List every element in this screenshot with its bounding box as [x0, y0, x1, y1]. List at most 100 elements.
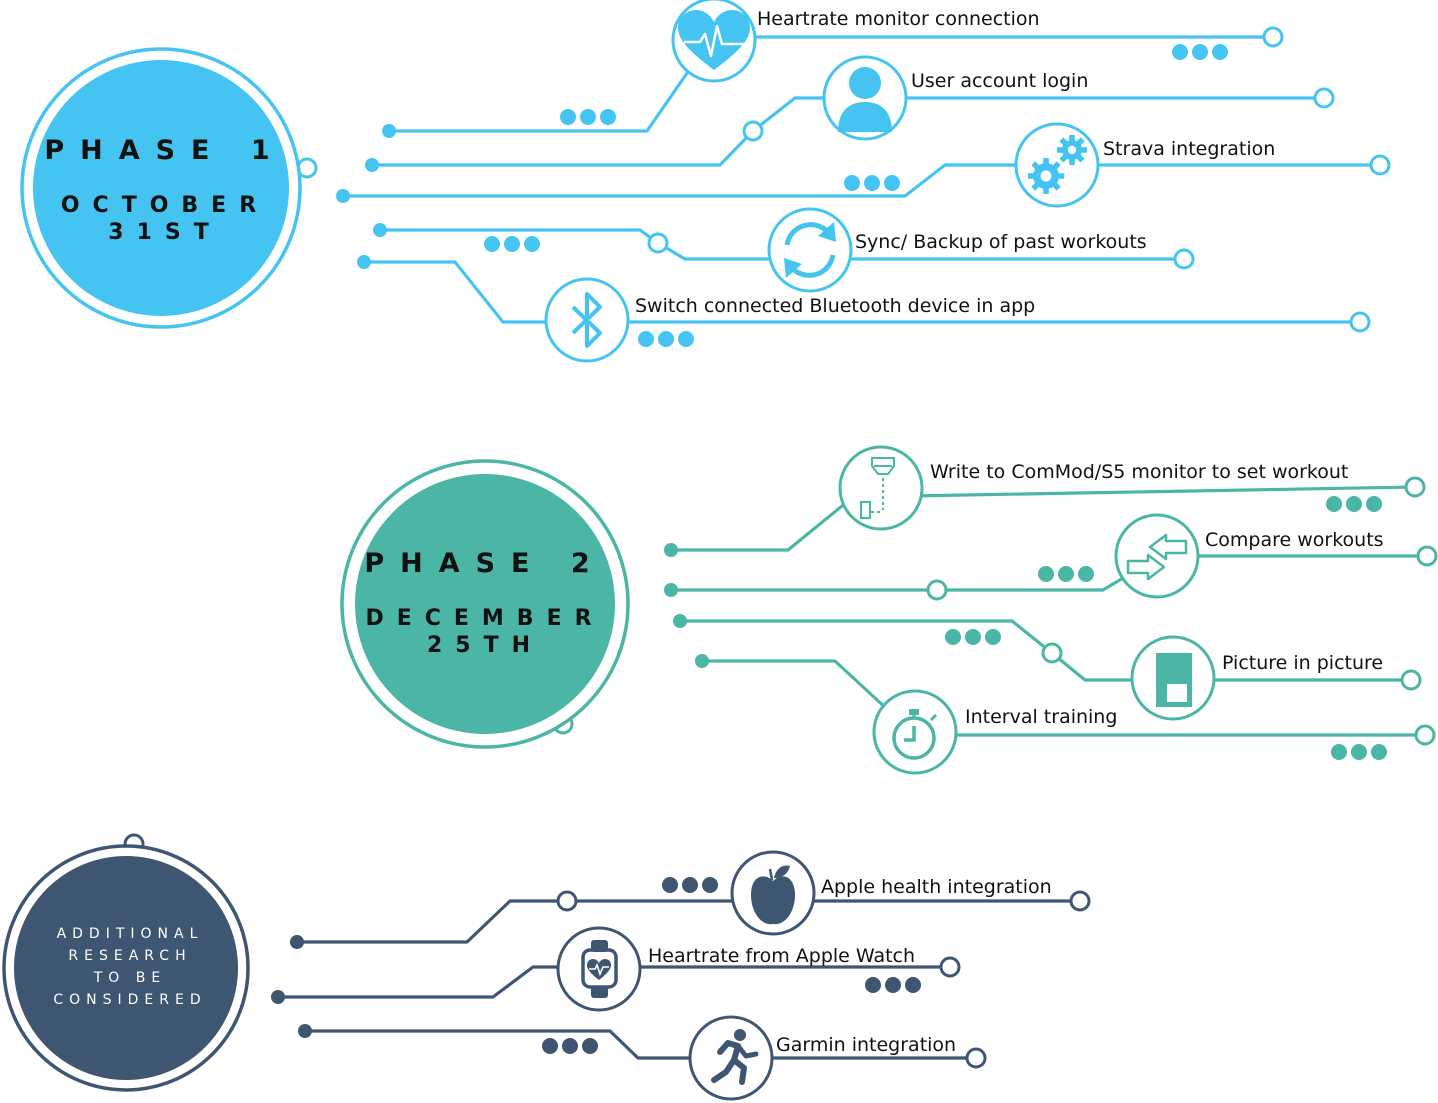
end-node	[926, 579, 948, 601]
ellipsis-dot	[1331, 744, 1347, 760]
item-compare-workouts: Compare workouts	[1205, 529, 1384, 551]
ellipsis-dot	[638, 331, 654, 347]
phase2-circle	[355, 474, 615, 734]
additional-heading: ADDITIONAL RESEARCH TO BE CONSIDERED	[25, 923, 235, 1011]
ellipsis-dot	[905, 977, 921, 993]
start-node	[290, 935, 304, 949]
additional-title-line-4: CONSIDERED	[53, 992, 207, 1008]
end-node	[1349, 311, 1371, 333]
additional-title-line-2: RESEARCH	[68, 948, 192, 964]
ellipsis-dot	[484, 236, 500, 252]
circuit-line	[671, 485, 1416, 552]
end-node	[1173, 248, 1195, 270]
item-garmin: Garmin integration	[776, 1034, 957, 1056]
end-node	[1262, 26, 1284, 48]
gears-icon	[1028, 135, 1087, 194]
start-node	[336, 189, 350, 203]
compare-arrows-icon-circle	[1114, 513, 1200, 599]
additional-circle	[14, 856, 238, 1080]
ellipsis-dot	[682, 877, 698, 893]
start-node	[357, 255, 371, 269]
monitor-write-icon	[860, 457, 895, 519]
ellipsis-dot	[580, 109, 596, 125]
phase1-heading: PHASE 1 OCTOBER 31ST	[30, 135, 300, 246]
end-node	[1400, 669, 1422, 691]
apple-watch-icon	[581, 940, 618, 998]
ellipsis-dot	[600, 109, 616, 125]
item-heartrate-monitor-connection: Heartrate monitor connection	[757, 8, 1040, 30]
start-node	[664, 543, 678, 557]
start-node	[673, 614, 687, 628]
ellipsis-dot	[524, 236, 540, 252]
ellipsis-dot	[1212, 44, 1228, 60]
end-node	[965, 1047, 987, 1069]
gear-small	[1057, 135, 1087, 165]
ellipsis-dot	[678, 331, 694, 347]
ellipsis-dot	[985, 629, 1001, 645]
ellipsis-dot	[1058, 566, 1074, 582]
circuit-line	[278, 965, 950, 999]
start-node	[664, 583, 678, 597]
user-icon	[838, 67, 892, 132]
ellipsis-dot	[542, 1038, 558, 1054]
additional-title-line-1: ADDITIONAL	[56, 926, 204, 942]
ellipsis-dot	[864, 175, 880, 191]
ellipsis-dot	[662, 877, 678, 893]
phase2-heading: PHASE 2 DECEMBER 25TH	[350, 548, 620, 659]
circuit-line	[364, 260, 1360, 324]
ellipsis-dot	[1366, 496, 1382, 512]
ellipsis-dot	[582, 1038, 598, 1054]
ellipsis-dot	[1351, 744, 1367, 760]
end-node	[1414, 724, 1436, 746]
ellipsis-dot	[965, 629, 981, 645]
end-node	[742, 120, 764, 142]
item-write-commod: Write to ComMod/S5 monitor to set workou…	[930, 461, 1349, 483]
start-node	[365, 158, 379, 172]
ellipsis-dot	[884, 175, 900, 191]
stopwatch-icon	[892, 709, 938, 760]
ellipsis-dot	[1371, 744, 1387, 760]
end-node	[1404, 476, 1426, 498]
end-node	[647, 232, 669, 254]
ellipsis-dot	[885, 977, 901, 993]
item-picture-in-picture: Picture in picture	[1222, 652, 1384, 674]
picture-in-picture-icon	[1156, 653, 1192, 707]
ellipsis-dot	[562, 1038, 578, 1054]
ellipsis-dot	[658, 331, 674, 347]
circuit-line	[702, 659, 1425, 737]
end-node	[1369, 154, 1391, 176]
ellipsis-dot	[1326, 496, 1342, 512]
phase2-date: DECEMBER 25TH	[365, 606, 605, 658]
phase1-date: OCTOBER 31ST	[60, 193, 270, 245]
ellipsis-dot	[844, 175, 860, 191]
end-node	[556, 890, 578, 912]
sync-icon-circle	[767, 207, 853, 293]
item-strava-integration: Strava integration	[1103, 138, 1276, 160]
start-node	[695, 654, 709, 668]
end-node	[1069, 890, 1091, 912]
monitor-write-icon-circle	[838, 445, 924, 531]
end-node	[1041, 642, 1063, 664]
circuit-line	[343, 163, 1380, 198]
bluetooth-icon	[571, 292, 602, 348]
phase1-title: PHASE 1	[44, 135, 286, 166]
ellipsis-dot	[865, 977, 881, 993]
ellipsis-dot	[945, 629, 961, 645]
heart-rate-icon	[678, 10, 750, 70]
end-node	[1416, 545, 1438, 567]
gear-large	[1028, 158, 1064, 194]
item-switch-bluetooth: Switch connected Bluetooth device in app	[635, 295, 1036, 317]
end-node	[939, 956, 961, 978]
item-interval-training: Interval training	[965, 706, 1118, 728]
circuit-line	[389, 35, 1273, 133]
item-apple-health: Apple health integration	[821, 876, 1052, 898]
compare-arrows-icon	[1126, 533, 1188, 581]
ellipsis-dot	[560, 109, 576, 125]
circuit-line	[297, 899, 1080, 944]
end-node	[1313, 87, 1335, 109]
additional-title-line-3: TO BE	[93, 970, 167, 986]
runner-icon-circle	[688, 1015, 774, 1101]
ellipsis-dot	[702, 877, 718, 893]
start-node	[373, 223, 387, 237]
